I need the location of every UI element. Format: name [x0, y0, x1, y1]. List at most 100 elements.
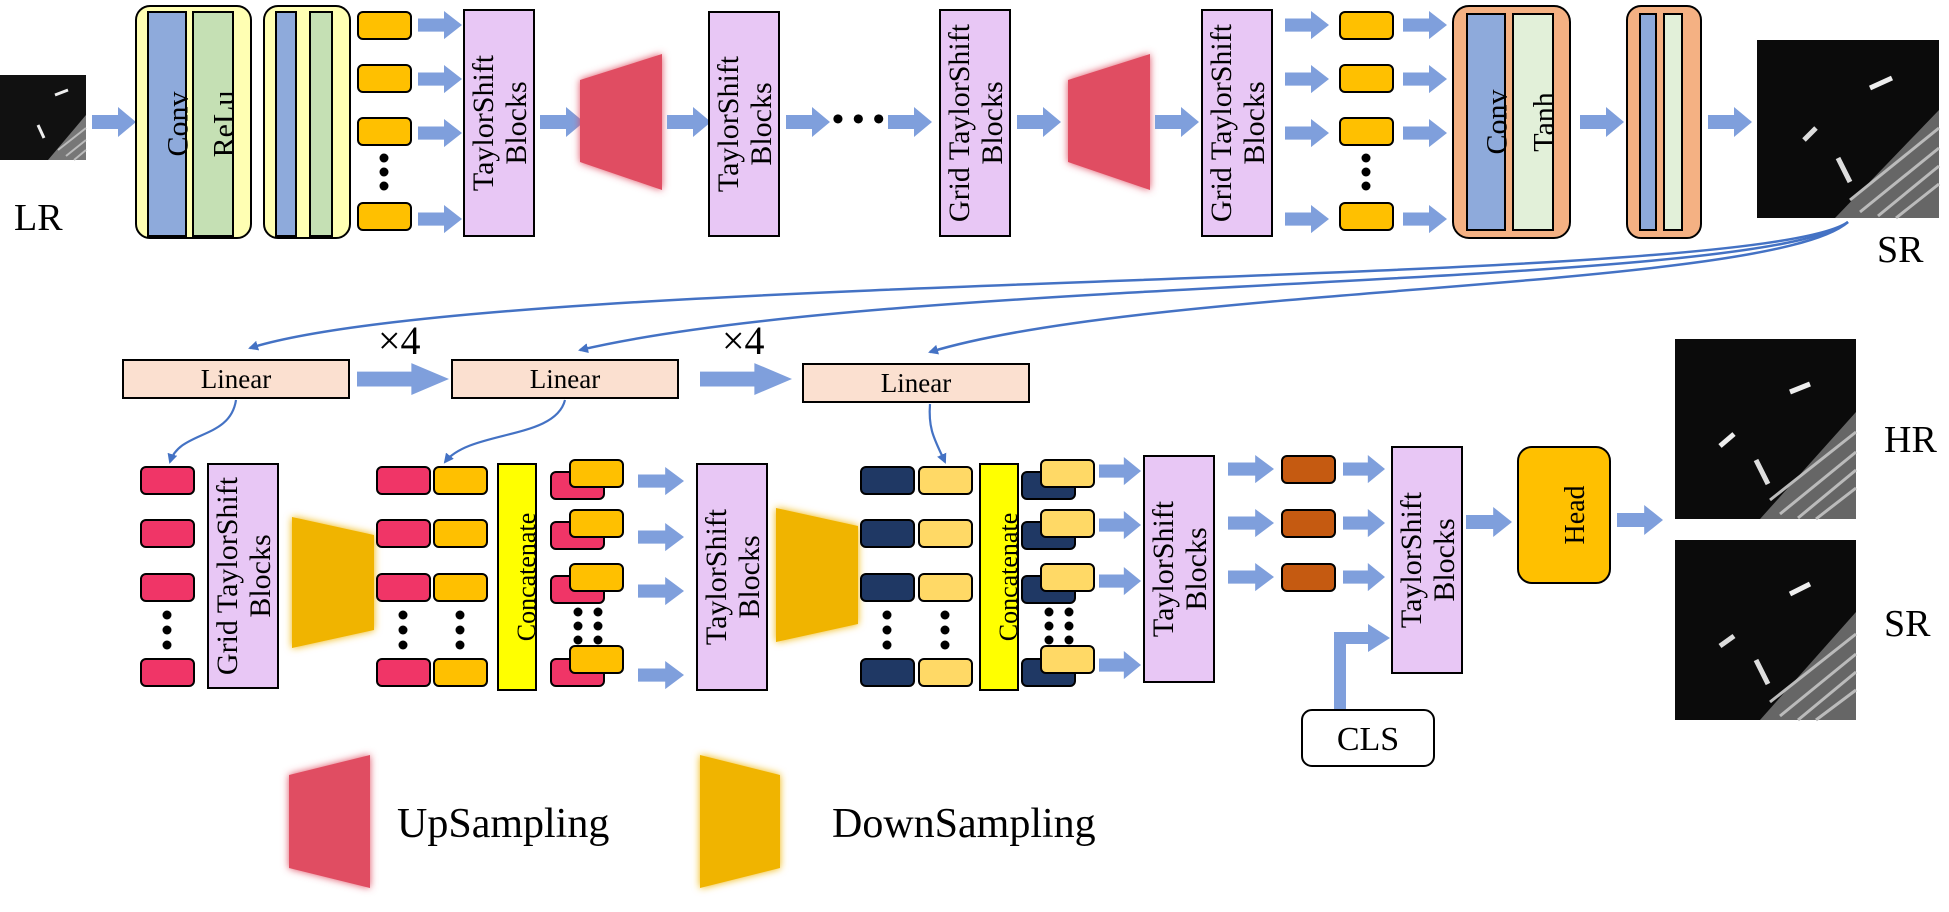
arrow: [92, 107, 136, 137]
arrow: [1403, 10, 1447, 40]
arrow: [1580, 107, 1624, 137]
feature-map: [275, 11, 297, 237]
times4-label: ×4: [722, 318, 765, 363]
taylorshift-label: TaylorShiftBlocks: [712, 55, 778, 192]
taylorshift-block: [708, 11, 780, 237]
linear-to-token-curves: [167, 399, 947, 464]
head-block: [1517, 446, 1611, 584]
hr-label: HR: [1884, 419, 1937, 461]
sr-image: [1675, 540, 1857, 722]
linear-block: [122, 359, 350, 399]
sr-image: [1757, 40, 1940, 220]
arrow: [638, 660, 684, 690]
arrow: [1285, 118, 1329, 148]
legend-downsampling-label: DownSampling: [832, 801, 1096, 847]
relu-block: [192, 11, 234, 237]
concatenate-block: [497, 463, 537, 691]
head-label: Head: [1560, 485, 1591, 544]
conv-label: Conv: [1481, 89, 1514, 154]
grid-taylorshift-block: [939, 9, 1011, 237]
arrow: [1285, 10, 1329, 40]
legend-upsampling-icon: [289, 755, 370, 888]
conv-block: [147, 11, 187, 237]
feature-map: [309, 11, 333, 237]
arrow: [357, 363, 449, 395]
arrow: [1099, 510, 1141, 540]
arrow: [1099, 650, 1141, 680]
taylorshift-label: TaylorShiftBlocks: [1147, 500, 1213, 637]
grid-taylorshift-label: Grid TaylorShiftBlocks: [943, 23, 1009, 222]
token-pair-column: [860, 466, 973, 687]
concatenate-label: Concatenate: [512, 513, 541, 642]
legend-downsampling-icon: [700, 755, 780, 888]
conv-block: [1466, 13, 1506, 231]
upsampling-block: [1068, 54, 1150, 190]
arrow: [1403, 204, 1447, 234]
feature-map: [1639, 13, 1657, 231]
feature-map: [1663, 13, 1683, 231]
arrow: [1343, 508, 1385, 538]
linear-label: Linear: [530, 364, 600, 394]
cls-label: CLS: [1337, 721, 1399, 758]
stacked-token-column: [550, 459, 624, 687]
cls-token: [1301, 709, 1435, 767]
concatenate-label: Concatenate: [994, 513, 1023, 642]
ellipsis: • • •: [832, 101, 885, 138]
taylorshift-block: [1143, 455, 1215, 683]
conv-label: Conv: [162, 91, 195, 156]
arrow: [1708, 107, 1752, 137]
linear-label: Linear: [881, 368, 951, 398]
token-column: [357, 11, 412, 231]
grid-taylorshift-block: [207, 463, 279, 689]
linear-block: [451, 359, 679, 399]
arrow: [1228, 454, 1274, 484]
sr-label: SR: [1877, 229, 1924, 271]
cls-arrow: [1334, 624, 1390, 710]
token-column: [1339, 11, 1394, 231]
arrow: [418, 10, 462, 40]
upsampling-block: [580, 54, 662, 190]
hr-image: [1675, 339, 1857, 521]
arrow: [1466, 507, 1512, 537]
arrow: [1343, 562, 1385, 592]
arrow: [1617, 505, 1663, 535]
lr-image: [0, 75, 87, 161]
downsampling-block: [776, 508, 858, 642]
linear-block: [802, 363, 1030, 403]
taylorshift-label: TaylorShiftBlocks: [467, 54, 533, 191]
arrow: [888, 107, 932, 137]
arrow: [418, 64, 462, 94]
grid-taylorshift-label: Grid TaylorShiftBlocks: [1205, 23, 1271, 222]
arrow: [700, 363, 792, 395]
arrow: [1285, 204, 1329, 234]
token-pair-column: [376, 466, 488, 687]
tanh-label: Tanh: [1528, 92, 1561, 152]
tanh-block: [1512, 13, 1554, 231]
arrow: [786, 107, 830, 137]
sr-feedback-curves: [248, 220, 1849, 355]
arrow: [540, 107, 584, 137]
taylorshift-block: [463, 9, 535, 237]
arrow: [1228, 508, 1274, 538]
stacked-token-column: [1021, 459, 1095, 687]
arrow: [1099, 456, 1141, 486]
arrow: [638, 466, 684, 496]
relu-label: ReLu: [208, 91, 241, 158]
token-column: [1281, 455, 1336, 592]
sr-label: SR: [1884, 603, 1931, 645]
linear-label: Linear: [201, 364, 271, 394]
times4-label: ×4: [378, 318, 421, 363]
arrow: [1403, 64, 1447, 94]
token-column: [140, 466, 195, 687]
downsampling-block: [292, 517, 374, 648]
arrow: [418, 118, 462, 148]
arrow: [1343, 454, 1385, 484]
taylorshift-block: [696, 463, 768, 691]
arrow: [638, 522, 684, 552]
arrow: [1099, 566, 1141, 596]
arrow: [1017, 107, 1061, 137]
arrow: [418, 204, 462, 234]
arrow: [667, 107, 711, 137]
arrow: [638, 576, 684, 606]
